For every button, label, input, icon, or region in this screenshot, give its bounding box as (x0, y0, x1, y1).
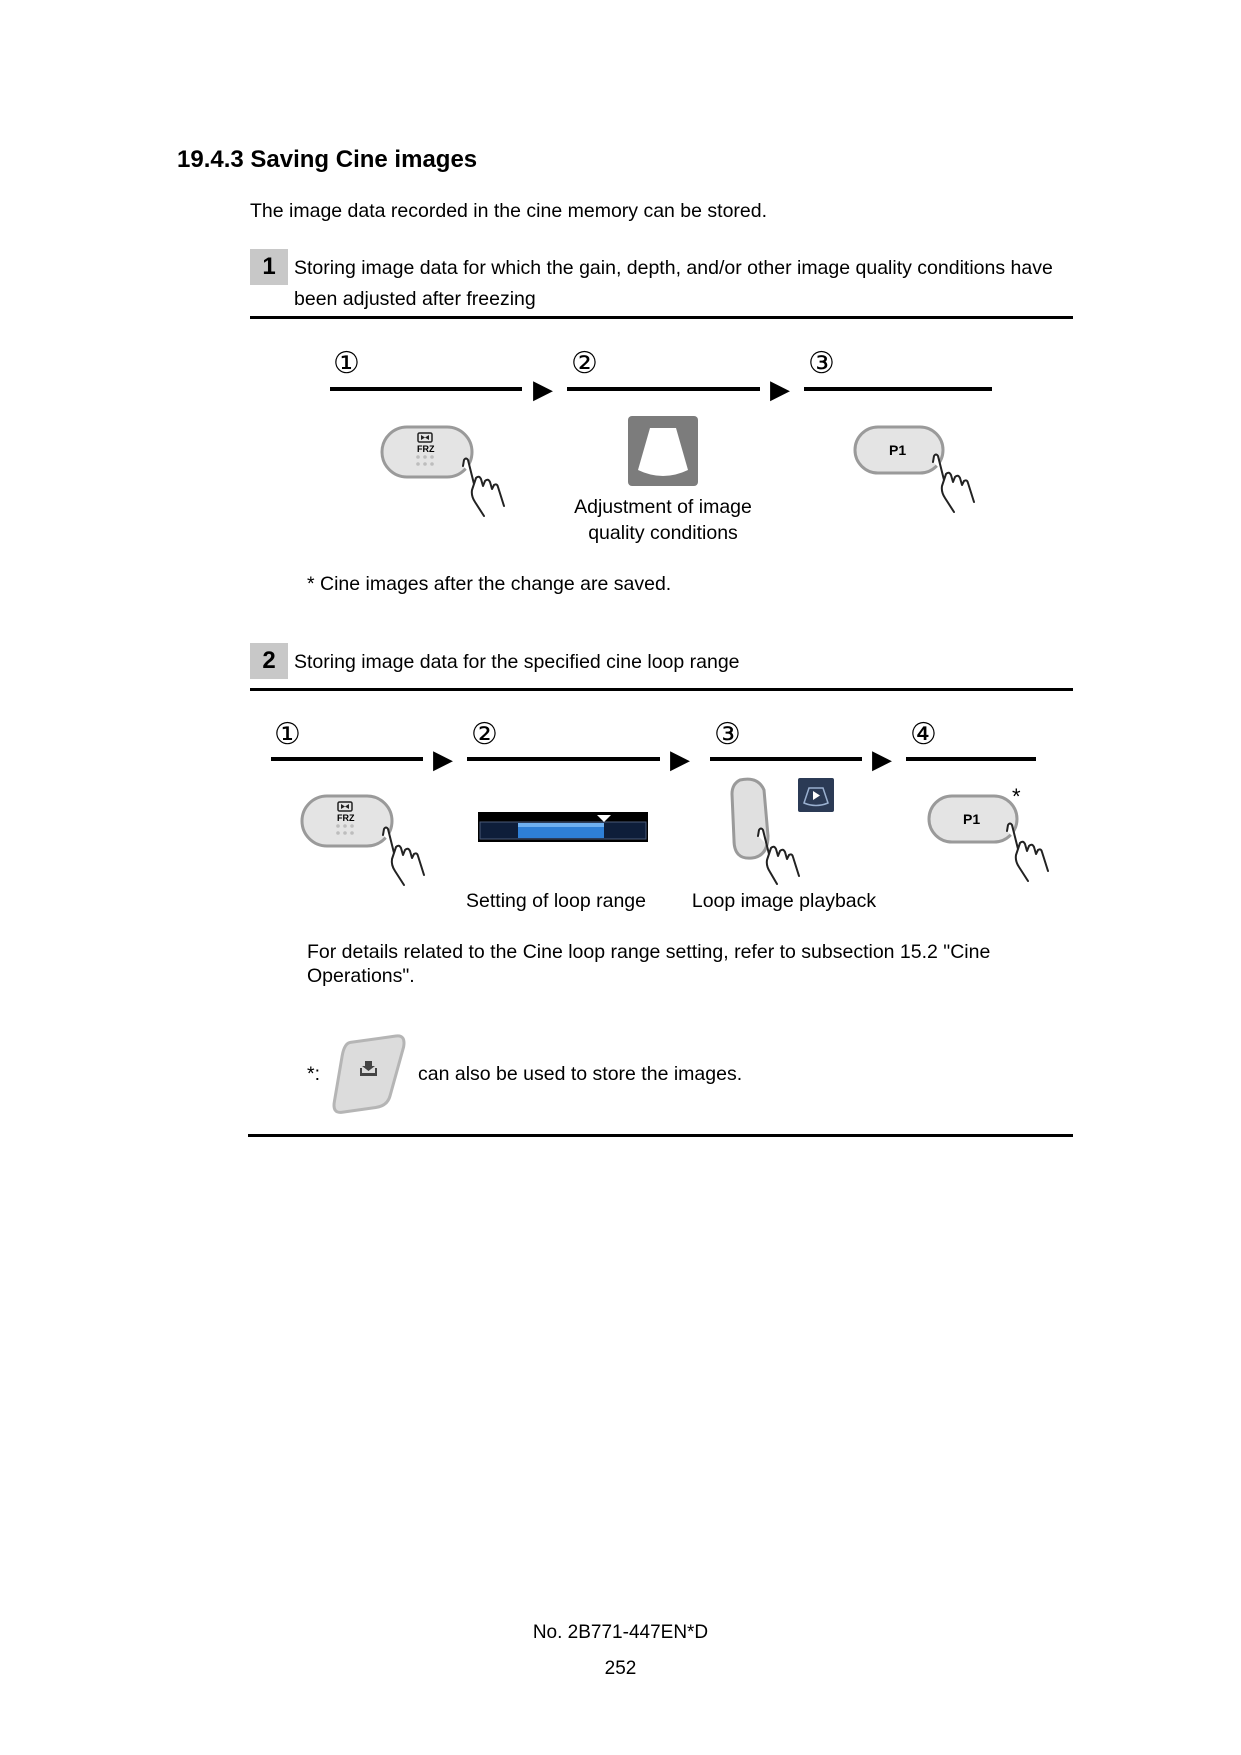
store-note-prefix: *: (307, 1063, 321, 1085)
step-2-frz-button: FRZ (300, 793, 430, 893)
loop-range-bar (478, 812, 648, 842)
section-end-divider (248, 1134, 1073, 1137)
step-2-number: 2 (250, 643, 288, 679)
step-1-arrow-1: ▶ (533, 374, 553, 404)
p1-asterisk: * (1012, 784, 1021, 809)
frz-label: FRZ (337, 813, 355, 823)
step-1-arrow-2: ▶ (770, 374, 790, 404)
step-2-arrow-2: ▶ (670, 744, 690, 774)
playback-control (728, 776, 838, 886)
step-1-marker-3: ③ (808, 347, 835, 380)
frz-label: FRZ (417, 444, 435, 454)
step-2-line-4 (906, 757, 1036, 761)
document-number: No. 2B771-447EN*D (532, 1622, 709, 1643)
step-1-marker-2: ② (571, 347, 598, 380)
step-2-arrow-3: ▶ (872, 744, 892, 774)
store-button-icon (325, 1034, 415, 1114)
p1-label: P1 (889, 442, 907, 458)
step-2-p1-button: P1 (927, 793, 1057, 893)
step-1-marker-1: ① (333, 347, 360, 380)
step-1-line-1 (330, 387, 522, 391)
step-2-title: Storing image data for the specified cin… (294, 651, 740, 673)
step-2-divider (250, 688, 1073, 691)
play-icon (798, 778, 834, 812)
store-note-text: can also be used to store the images. (418, 1063, 743, 1085)
step-2-line-2 (467, 757, 660, 761)
step-1-p1-button: P1 (853, 424, 983, 524)
step-1-number: 1 (250, 249, 288, 285)
step-2-details: For details related to the Cine loop ran… (307, 941, 991, 987)
step-2-marker-1: ① (274, 718, 301, 751)
loop-range-caption: Setting of loop range (466, 890, 646, 912)
step-2-line-1 (271, 757, 423, 761)
image-quality-caption: Adjustment of image quality conditions (574, 496, 752, 544)
step-2-marker-4: ④ (910, 718, 937, 751)
page-number: 252 (604, 1658, 637, 1679)
p1-label: P1 (963, 811, 981, 827)
step-1-title: Storing image data for which the gain, d… (294, 257, 1053, 310)
step-1-divider (250, 316, 1073, 319)
step-2-marker-3: ③ (714, 718, 741, 751)
step-2-arrow-1: ▶ (433, 744, 453, 774)
step-1-note: * Cine images after the change are saved… (307, 573, 672, 595)
step-2-marker-2: ② (471, 718, 498, 751)
section-heading: 19.4.3 Saving Cine images (177, 146, 478, 173)
step-1-frz-button: FRZ (380, 424, 510, 524)
section-intro: The image data recorded in the cine memo… (250, 200, 768, 222)
step-1-line-2 (567, 387, 760, 391)
playback-caption: Loop image playback (691, 890, 877, 912)
step-2-line-3 (710, 757, 862, 761)
step-1-line-3 (804, 387, 992, 391)
image-quality-icon (628, 416, 698, 486)
